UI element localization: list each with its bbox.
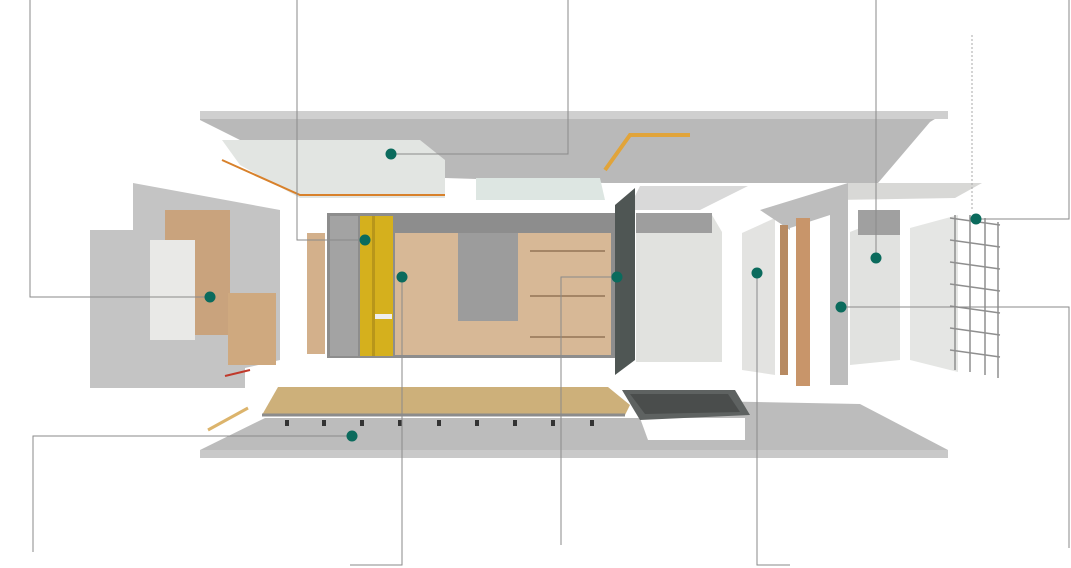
callout-marker-ceiling[interactable] — [385, 148, 397, 160]
leader-line-1 — [391, 0, 569, 155]
right-wall-panel — [742, 218, 775, 375]
far-right-board — [910, 215, 958, 372]
steel-studs — [330, 216, 358, 356]
entrance-mat — [630, 394, 740, 414]
leader-line-5 — [976, 0, 1070, 220]
callout-marker-dark-panel[interactable] — [611, 271, 623, 283]
floor-pedestals — [285, 420, 594, 426]
callout-marker-left-wall[interactable] — [204, 291, 216, 303]
ceiling-trim — [221, 159, 445, 196]
wood-floor-deck — [262, 387, 630, 415]
ceiling-panel-right — [628, 186, 748, 210]
wood-batten — [207, 406, 249, 432]
separate-wood-panel — [307, 233, 325, 354]
leader-line-8 — [32, 435, 352, 552]
floor-slab-edge — [200, 450, 948, 458]
callout-marker-right-inner[interactable] — [870, 252, 882, 264]
right-wall-inner — [850, 212, 900, 365]
white-wall-back — [636, 213, 712, 233]
ceiling-light-panel — [476, 178, 605, 200]
leader-line-3 — [29, 0, 210, 298]
callout-marker-wood-lining[interactable] — [396, 271, 408, 283]
leader-line-9 — [756, 273, 790, 566]
leader-line-6 — [350, 277, 403, 566]
insulation-gap — [372, 216, 375, 356]
electrical-box — [375, 314, 392, 319]
left-wall-cabinet — [228, 293, 276, 365]
callout-marker-right-frame[interactable] — [835, 301, 847, 313]
ceiling-panel-far-right — [835, 183, 982, 200]
gray-display-panel — [458, 233, 518, 321]
callout-marker-mesh[interactable] — [970, 213, 982, 225]
leader-line-2 — [296, 0, 365, 241]
callout-marker-insulation[interactable] — [359, 234, 371, 246]
ceiling-trim-right — [603, 133, 690, 172]
right-wall-wood-stud — [796, 218, 810, 386]
leader-line-7 — [560, 276, 617, 545]
leader-line-10 — [841, 306, 1070, 548]
left-wall-red-detail — [224, 369, 251, 377]
callout-markers — [204, 148, 982, 442]
callout-marker-floor[interactable] — [346, 430, 358, 442]
callout-marker-right-panel[interactable] — [751, 267, 763, 279]
floor-slab-cutout — [640, 418, 745, 440]
ceiling-slab-edge — [200, 111, 948, 119]
floor-slab — [200, 400, 948, 458]
dark-wall-panel — [615, 188, 635, 375]
white-wall-panels — [636, 215, 722, 362]
suspended-ceiling-panel — [222, 140, 445, 198]
right-wall-column — [858, 210, 900, 235]
left-wall-niche — [150, 240, 195, 340]
right-wall-wood-stud-2 — [780, 225, 788, 375]
